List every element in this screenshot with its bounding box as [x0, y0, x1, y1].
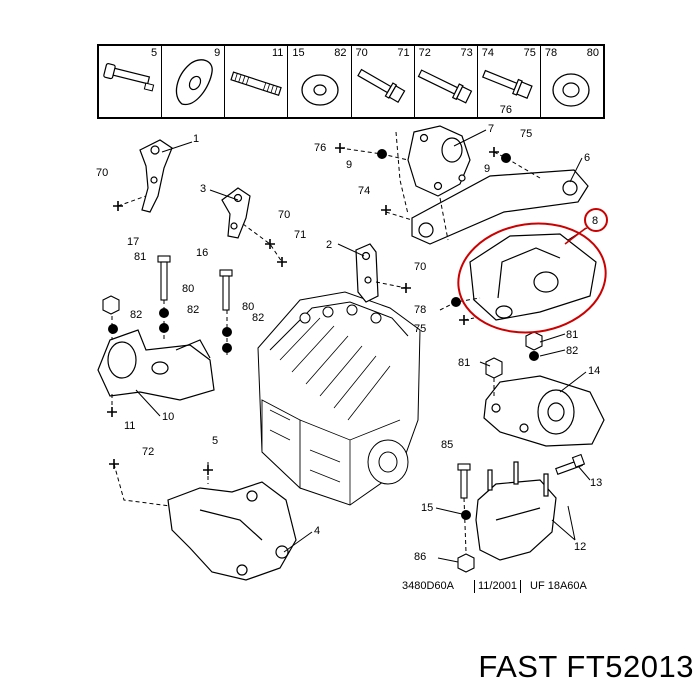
callout-8: 8 [592, 215, 598, 227]
legend-label: 71 [397, 47, 410, 59]
legend-cell-bolt-short: 70 71 [352, 46, 415, 117]
legend-cell-washer-plate: 9 [162, 46, 226, 117]
reference-date: 11/2001 [474, 580, 521, 593]
bolt-17 [157, 255, 171, 301]
reference-code: 3480D60A [402, 580, 454, 592]
bracket-2 [355, 243, 379, 303]
callout-74: 74 [358, 185, 370, 197]
engine-mount-8 [469, 233, 597, 321]
legend-cell-bolt-long: 72 73 [415, 46, 478, 117]
hardware-legend: 5 9 11 15 82 [97, 44, 605, 119]
hex-bolt-icon [417, 69, 472, 104]
legend-label: 78 [544, 47, 558, 59]
legend-label: 80 [586, 47, 599, 59]
washer-plate-icon [175, 59, 213, 105]
callout-15: 15 [421, 502, 433, 514]
callout-1: 1 [193, 133, 199, 145]
callout-10: 10 [162, 411, 174, 423]
flat-washer-icon [301, 74, 340, 106]
callout-82-c: 82 [252, 312, 264, 324]
callout-7: 7 [488, 123, 494, 135]
nut-86 [457, 553, 475, 573]
legend-label: 72 [418, 47, 431, 59]
torque-rod-6 [411, 169, 589, 245]
screw-icon [103, 63, 155, 92]
bolt-16 [219, 269, 233, 311]
callout-80-left: 80 [182, 283, 194, 295]
legend-label: 70 [355, 47, 368, 59]
bolt-13 [555, 453, 586, 475]
callout-16: 16 [196, 247, 208, 259]
callout-82-a: 82 [130, 309, 142, 321]
callout-5: 5 [212, 435, 218, 447]
callout-12: 12 [574, 541, 586, 553]
callout-75-top: 75 [520, 128, 532, 140]
legend-label: 73 [460, 47, 473, 59]
legend-label: 15 [292, 47, 305, 59]
callout-72: 72 [142, 446, 154, 458]
engine-block [257, 291, 421, 506]
cross-markers [107, 143, 499, 475]
legend-label: 11 [271, 47, 284, 59]
callout-81-right: 81 [458, 357, 470, 369]
bracket-12 [475, 461, 557, 561]
callout-13: 13 [590, 477, 602, 489]
legend-label: 9 [214, 47, 221, 59]
callout-17: 17 [127, 236, 139, 248]
legend-cell-bolt-collar: 74 75 76 [478, 46, 541, 117]
engine-mount-4 [167, 481, 297, 581]
callout-78: 78 [414, 304, 426, 316]
collar-bolt-icon [481, 69, 533, 99]
legend-label: 5 [151, 47, 158, 59]
legend-label: 74 [481, 47, 494, 59]
callout-86: 86 [414, 551, 426, 563]
legend-label: 75 [523, 47, 536, 59]
part-number-footer: FAST FT52013 [478, 649, 694, 684]
engine-mount-7 [407, 125, 471, 197]
bracket-3 [221, 187, 251, 239]
callout-82-b: 82 [187, 304, 199, 316]
flange-bolt-icon [356, 68, 405, 104]
legend-cell-flat-washer: 15 82 [288, 46, 352, 117]
callout-81-upper: 81 [566, 329, 578, 341]
bolt-85 [457, 463, 471, 499]
callout-3: 3 [200, 183, 206, 195]
callout-6: 6 [584, 152, 590, 164]
callout-4: 4 [314, 525, 320, 537]
nut-81-left [102, 295, 120, 315]
engine-mount-10 [97, 329, 215, 401]
callout-9-top: 9 [346, 159, 352, 171]
legend-cell-screw: 5 [99, 46, 163, 117]
stud-icon [230, 71, 283, 96]
washer-dots [108, 149, 539, 520]
reference-uf: UF 18A60A [530, 580, 587, 592]
callout-14: 14 [588, 365, 600, 377]
engine-mount-14 [483, 375, 605, 447]
nut-81-right [485, 357, 503, 379]
callout-2: 2 [326, 239, 332, 251]
callout-80-right: 80 [242, 301, 254, 313]
callout-85: 85 [441, 439, 453, 451]
callout-11: 11 [124, 420, 135, 432]
leader-lines [135, 129, 591, 563]
callout-75-mid: 75 [414, 323, 426, 335]
callout-76: 76 [314, 142, 326, 154]
legend-label: 82 [334, 47, 347, 59]
legend-cell-lock-washer: 78 80 [541, 46, 603, 117]
callout-70-left: 70 [96, 167, 108, 179]
callout-70-right: 70 [414, 261, 426, 273]
callout-71: 71 [294, 229, 306, 241]
nut-81-upper [525, 331, 543, 351]
bracket-1 [139, 139, 173, 213]
callout-9-right: 9 [484, 163, 490, 175]
callout-82-d: 82 [566, 345, 578, 357]
highlight-ring [457, 208, 608, 334]
callout-81-left: 81 [134, 251, 146, 263]
legend-cell-stud: 11 [225, 46, 289, 117]
legend-label: 76 [499, 104, 512, 116]
lock-washer-icon [552, 73, 590, 107]
callout-70-mid: 70 [278, 209, 290, 221]
